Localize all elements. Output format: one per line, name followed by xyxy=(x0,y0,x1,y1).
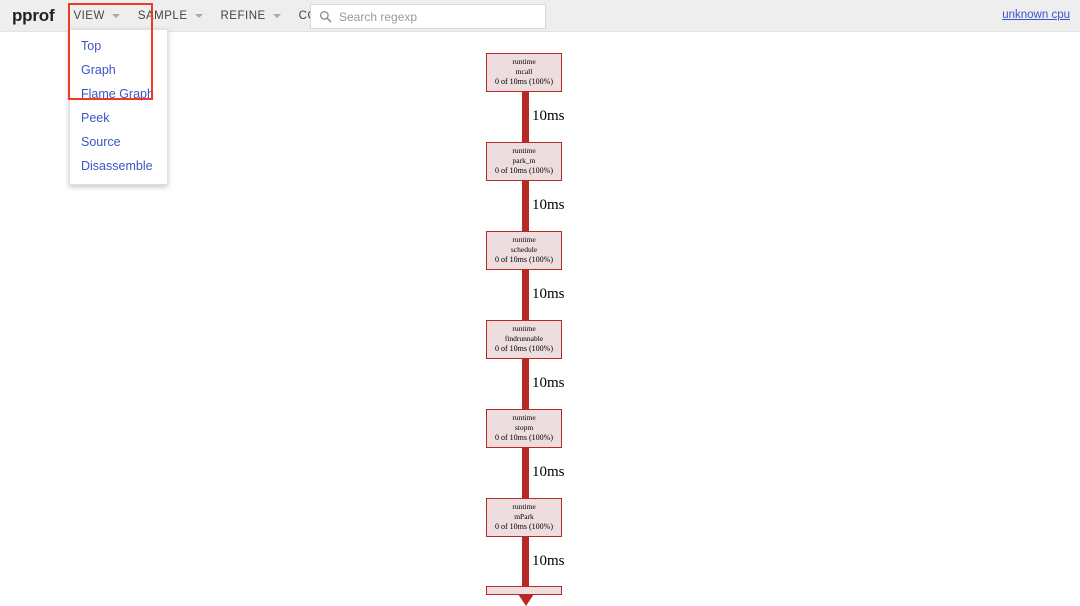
search-input[interactable] xyxy=(339,9,539,24)
cpu-info-link[interactable]: unknown cpu xyxy=(1002,9,1070,21)
graph-node[interactable]: runtime stopm 0 of 10ms (100%) xyxy=(486,409,562,448)
node-package: runtime xyxy=(512,502,536,511)
menu-button-sample-label: SAMPLE xyxy=(137,9,188,22)
node-function: park_m xyxy=(512,156,536,165)
node-stat: 0 of 10ms (100%) xyxy=(495,255,553,264)
node-package: runtime xyxy=(512,413,536,422)
menu-item-peek[interactable]: Peek xyxy=(81,111,110,125)
node-package: runtime xyxy=(512,146,536,155)
search-icon xyxy=(319,10,332,23)
menu-item-graph[interactable]: Graph xyxy=(81,63,116,77)
graph-node[interactable]: runtime park_m 0 of 10ms (100%) xyxy=(486,142,562,181)
edge-shaft xyxy=(522,359,529,413)
edge-label: 10ms xyxy=(532,108,565,124)
node-function: findrunnable xyxy=(504,334,544,343)
edge-shaft xyxy=(522,181,529,235)
menu-button-refine-label: REFINE xyxy=(220,9,266,22)
node-stat: 0 of 10ms (100%) xyxy=(495,166,553,175)
graph-node[interactable]: runtime mPark 0 of 10ms (100%) xyxy=(486,498,562,537)
graph-node[interactable]: runtime schedule 0 of 10ms (100%) xyxy=(486,231,562,270)
node-package: runtime xyxy=(512,324,536,333)
node-function: stopm xyxy=(514,423,534,432)
edge-shaft xyxy=(522,448,529,502)
chevron-down-icon xyxy=(272,13,281,18)
edge-shaft xyxy=(522,537,529,591)
menu-button-view[interactable]: VIEW xyxy=(64,0,128,32)
graph-node[interactable] xyxy=(486,586,562,595)
edge-label: 10ms xyxy=(532,375,565,391)
node-function: schedule xyxy=(510,245,538,254)
edge-shaft xyxy=(522,92,529,146)
menu-button-sample[interactable]: SAMPLE xyxy=(129,0,212,32)
app-logo: pprof xyxy=(12,5,55,25)
menu-item-flame-graph[interactable]: Flame Graph xyxy=(81,87,154,101)
graph-node[interactable]: runtime findrunnable 0 of 10ms (100%) xyxy=(486,320,562,359)
menu-item-source[interactable]: Source xyxy=(81,135,121,149)
menu-item-disassemble[interactable]: Disassemble xyxy=(81,159,153,173)
node-stat: 0 of 10ms (100%) xyxy=(495,433,553,442)
node-stat: 0 of 10ms (100%) xyxy=(495,344,553,353)
chevron-down-icon xyxy=(194,13,203,18)
edge-label: 10ms xyxy=(532,553,565,569)
view-dropdown-menu[interactable]: Top Graph Flame Graph Peek Source Disass… xyxy=(69,29,168,185)
edge-label: 10ms xyxy=(532,197,565,213)
edge-label: 10ms xyxy=(532,464,565,480)
node-function: mcall xyxy=(515,67,533,76)
profile-call-graph: runtime mcall 0 of 10ms (100%) 10ms runt… xyxy=(0,32,1080,606)
node-stat: 0 of 10ms (100%) xyxy=(495,522,553,531)
node-function: mPark xyxy=(514,512,534,521)
search-box[interactable] xyxy=(310,4,546,29)
graph-node[interactable]: runtime mcall 0 of 10ms (100%) xyxy=(486,53,562,92)
menu-button-refine[interactable]: REFINE xyxy=(212,0,290,32)
node-package: runtime xyxy=(512,57,536,66)
menu-button-view-label: VIEW xyxy=(73,9,105,22)
edge-label: 10ms xyxy=(532,286,565,302)
node-stat: 0 of 10ms (100%) xyxy=(495,77,553,86)
edge-shaft xyxy=(522,270,529,324)
chevron-down-icon xyxy=(111,13,120,18)
graph-edge: 10ms xyxy=(494,537,565,606)
menu-item-top[interactable]: Top xyxy=(81,39,102,53)
node-package: runtime xyxy=(512,235,536,244)
